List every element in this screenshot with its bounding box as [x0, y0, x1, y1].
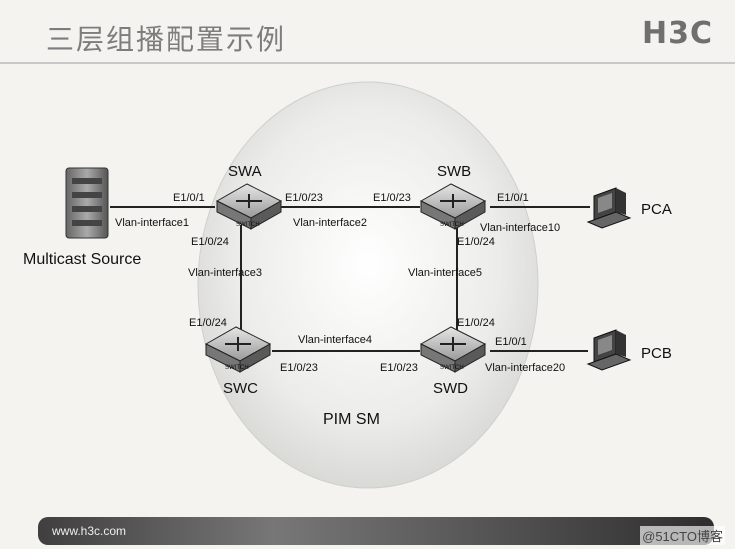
vlan-interface2-label: Vlan-interface2 — [293, 217, 367, 229]
vlan-interface4-label: Vlan-interface4 — [298, 334, 372, 346]
port-swa-e24: E1/0/24 — [191, 236, 229, 248]
vlan-interface5-label: Vlan-interface5 — [408, 267, 482, 279]
port-swb-e24: E1/0/24 — [457, 236, 495, 248]
pc-icon-pcb — [586, 329, 632, 371]
port-swc-e23: E1/0/23 — [280, 362, 318, 374]
port-swd-e23: E1/0/23 — [380, 362, 418, 374]
swb-label: SWB — [437, 163, 471, 180]
vlan-interface1-label: Vlan-interface1 — [115, 217, 189, 229]
swc-label: SWC — [223, 380, 258, 397]
swd-label: SWD — [433, 380, 468, 397]
multicast-source-server-icon — [65, 167, 109, 239]
port-swc-e24: E1/0/24 — [189, 317, 227, 329]
switch-icon-swa — [215, 183, 283, 230]
port-swb-e1: E1/0/1 — [497, 192, 529, 204]
pim-sm-domain — [197, 81, 539, 489]
vlan-interface20-label: Vlan-interface20 — [485, 362, 565, 374]
switch-icon-swd — [419, 326, 487, 373]
watermark: @51CTO博客 — [640, 526, 725, 545]
port-swd-e1: E1/0/1 — [495, 336, 527, 348]
port-swd-e24: E1/0/24 — [457, 317, 495, 329]
links — [110, 206, 590, 352]
switch-icon-swb — [419, 183, 487, 230]
footer-url: www.h3c.com — [52, 524, 127, 538]
title-divider — [0, 62, 735, 64]
pc-icon-pca — [586, 187, 632, 229]
swc-badge: SWITCH — [225, 365, 249, 371]
swd-badge: SWITCH — [440, 365, 464, 371]
vlan-interface3-label: Vlan-interface3 — [188, 267, 262, 279]
switch-icon-swc — [204, 326, 272, 373]
port-swb-e23: E1/0/23 — [373, 192, 411, 204]
port-swa-e23: E1/0/23 — [285, 192, 323, 204]
swa-label: SWA — [228, 163, 262, 180]
pcb-label: PCB — [641, 345, 672, 362]
swa-badge: SWITCH — [236, 222, 260, 228]
h3c-logo: H3C — [642, 16, 713, 51]
multicast-source-label: Multicast Source — [23, 251, 141, 268]
vlan-interface10-label: Vlan-interface10 — [480, 222, 560, 234]
page-title: 三层组播配置示例 — [46, 23, 287, 56]
swb-badge: SWITCH — [440, 222, 464, 228]
pca-label: PCA — [641, 201, 672, 218]
pim-sm-label: PIM SM — [323, 411, 380, 428]
footer-bar: www.h3c.com — [38, 517, 714, 545]
port-swa-e1: E1/0/1 — [173, 192, 205, 204]
